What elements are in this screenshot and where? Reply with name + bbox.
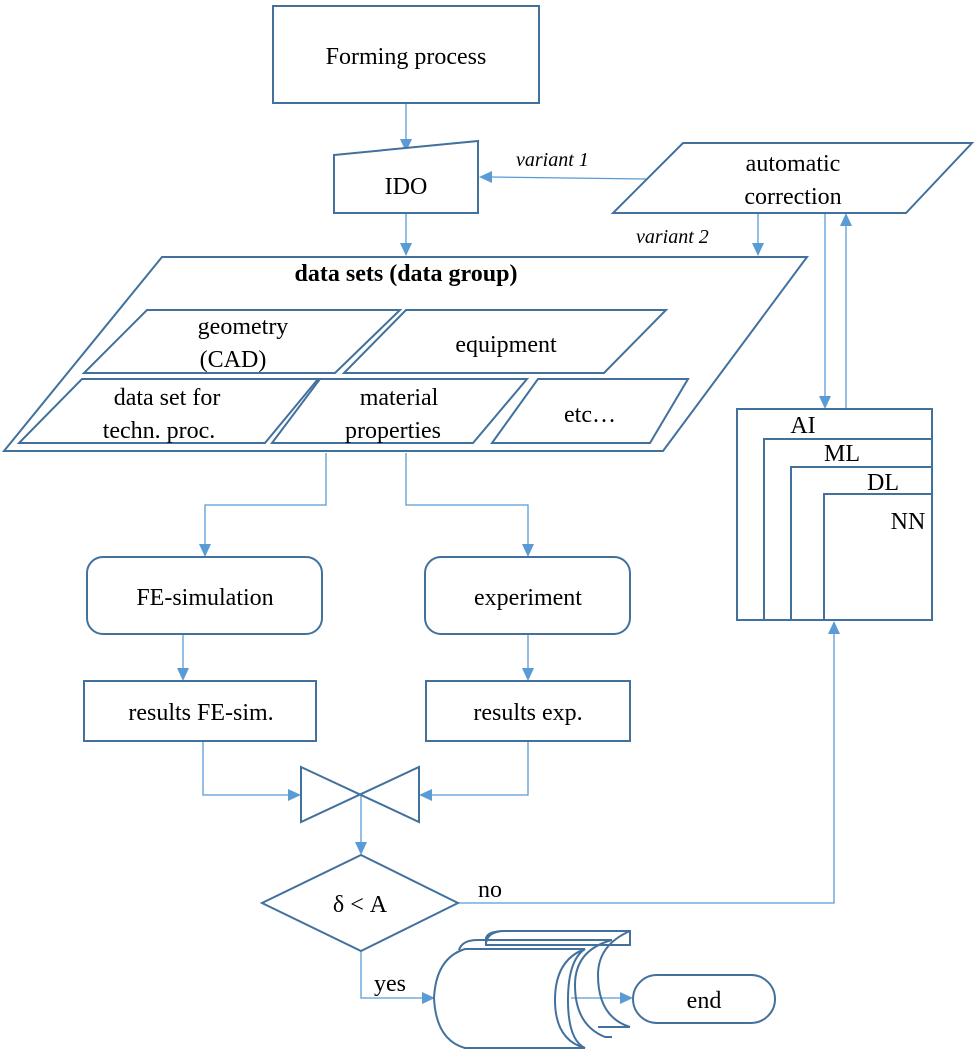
variant1-label: variant 1 (516, 149, 589, 171)
node-comparator[interactable] (300, 765, 420, 824)
edge-correction-to-ai (819, 213, 831, 409)
edge-no-to-ai (458, 621, 840, 904)
equipment-label: equipment (455, 332, 557, 358)
edge-yes-to-storage (360, 951, 435, 1004)
nn-label: NN (891, 509, 926, 535)
node-experiment[interactable]: experiment (424, 556, 631, 635)
edge-compare-to-decision (355, 795, 367, 855)
node-results-exp[interactable]: results exp. (425, 680, 631, 742)
node-end[interactable]: end (632, 974, 776, 1024)
connectors (177, 103, 852, 1004)
edge-resultsexp-to-compare (419, 741, 529, 801)
node-geometry[interactable]: geometry (CAD) (81, 309, 403, 374)
geometry-label-1: geometry (198, 314, 289, 340)
edge-forming-to-ido (400, 103, 412, 152)
edge-experiment-to-results (522, 634, 534, 681)
etc-label: etc… (564, 402, 616, 428)
node-automatic-correction[interactable]: automatic correction (610, 142, 975, 214)
storage-cylinder-middle (458, 939, 612, 951)
automatic-correction-label-2: correction (744, 184, 841, 210)
storage-cylinder-back-end (596, 930, 631, 1028)
material-properties-label-1: material (360, 385, 439, 411)
forming-process-label: Forming process (326, 44, 487, 70)
experiment-label: experiment (474, 585, 582, 611)
nn-box (823, 493, 933, 621)
geometry-label-2: (CAD) (200, 347, 267, 373)
ido-label: IDO (385, 174, 428, 200)
edge-datasets-to-fe (199, 453, 327, 557)
node-results-fe[interactable]: results FE-sim. (83, 680, 317, 742)
dl-label: DL (867, 470, 899, 496)
storage-cylinder-front (432, 948, 586, 1049)
no-label: no (478, 877, 502, 903)
edge-datasets-to-experiment (405, 453, 534, 557)
results-fe-label: results FE-sim. (128, 700, 273, 726)
variant2-label: variant 2 (636, 226, 709, 248)
automatic-correction-label-1: automatic (746, 151, 841, 177)
results-exp-label: results exp. (473, 700, 582, 726)
node-decision[interactable]: δ < A (259, 853, 461, 953)
decision-label: δ < A (333, 892, 388, 918)
edge-storage-to-end (571, 992, 633, 1004)
edge-resultsfe-to-compare (202, 741, 301, 801)
fe-simulation-label: FE-simulation (136, 585, 273, 611)
edge-fe-to-results (177, 634, 189, 681)
data-set-techn-label-1: data set for (114, 385, 221, 411)
ai-label: AI (790, 413, 815, 439)
node-equipment[interactable]: equipment (341, 309, 669, 374)
node-storage[interactable] (432, 930, 631, 1049)
ml-label: ML (824, 441, 860, 467)
data-set-techn-label-2: techn. proc. (103, 418, 216, 444)
node-etc[interactable]: etc… (490, 378, 690, 444)
end-label: end (687, 988, 722, 1014)
yes-label: yes (374, 971, 406, 997)
node-ai-stack[interactable]: AI ML DL NN (736, 408, 933, 621)
node-material-properties[interactable]: material properties (270, 378, 530, 444)
node-fe-simulation[interactable]: FE-simulation (86, 556, 323, 635)
data-sets-title: data sets (data group) (295, 261, 518, 287)
edge-ido-to-datasets (400, 213, 412, 256)
node-data-set-techn[interactable]: data set for techn. proc. (16, 378, 321, 444)
material-properties-label-2: properties (345, 418, 441, 444)
edge-variant1 (479, 171, 647, 183)
edge-ai-to-correction (840, 213, 852, 409)
node-ido[interactable]: IDO (333, 139, 479, 214)
edge-variant2 (752, 213, 764, 256)
node-forming-process[interactable]: Forming process (272, 5, 540, 104)
